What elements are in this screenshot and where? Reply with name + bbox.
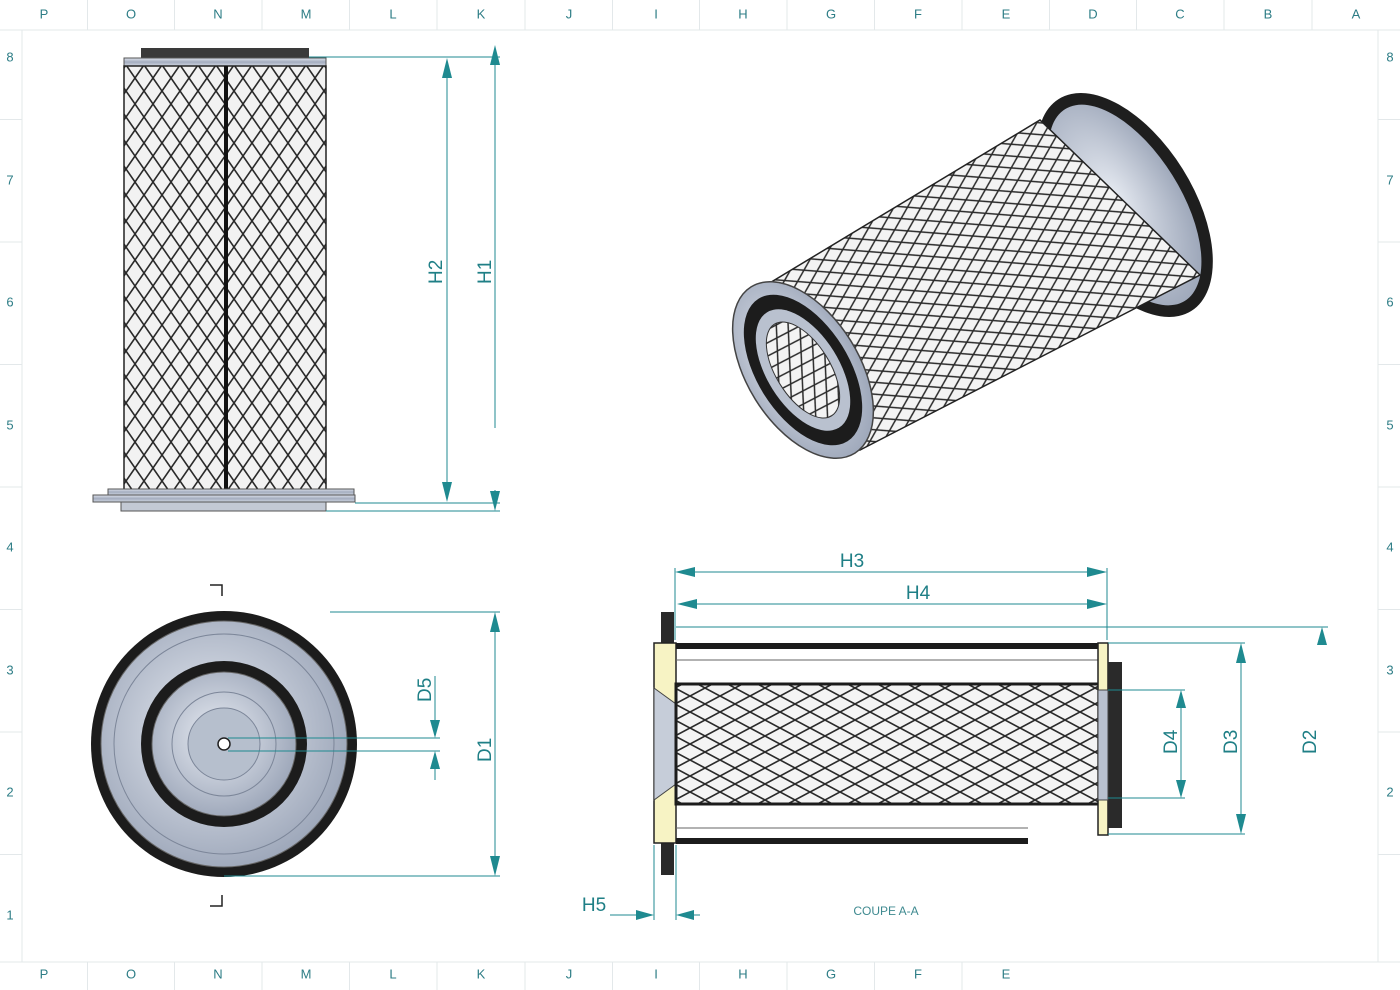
inner-plate-groove [171, 691, 277, 797]
column-label-top: L [389, 6, 396, 21]
row-label-left: 6 [6, 294, 13, 309]
column-label-bottom: O [126, 966, 136, 981]
section-view [653, 612, 1122, 875]
top-end-cap [123, 57, 327, 67]
row-label-left: 4 [6, 539, 13, 554]
dimension-d4: D4 [1161, 729, 1182, 754]
front-dimensions: H2 H1 [309, 45, 500, 512]
column-label-top: K [477, 6, 486, 21]
row-labels-right: 8 7 6 5 4 3 2 [1378, 49, 1400, 855]
row-labels-left: 8 7 6 5 4 3 2 1 [0, 49, 22, 922]
row-label-right: 7 [1386, 172, 1393, 187]
end-dimensions: D1 D5 [224, 611, 500, 877]
column-label-bottom: M [301, 966, 312, 981]
column-label-bottom: P [40, 966, 49, 981]
column-label-top: H [738, 6, 747, 21]
row-label-left: 8 [6, 49, 13, 64]
end-plate-groove [113, 633, 335, 855]
row-label-right: 2 [1386, 784, 1393, 799]
column-label-top: J [566, 6, 573, 21]
outer-wall-top [676, 643, 1104, 649]
center-hole [217, 737, 231, 751]
left-gasket-bottom [661, 843, 674, 875]
top-gasket [141, 48, 309, 58]
column-label-bottom: H [738, 966, 747, 981]
dimension-d3: D3 [1221, 730, 1242, 754]
row-label-left: 7 [6, 172, 13, 187]
column-label-bottom: I [654, 966, 658, 981]
bottom-flange [92, 494, 356, 503]
row-label-left: 5 [6, 417, 13, 432]
dimension-d1: D1 [475, 738, 496, 762]
inner-mesh [765, 321, 841, 419]
row-label-left: 3 [6, 662, 13, 677]
column-label-bottom: E [1002, 966, 1011, 981]
column-label-bottom: N [213, 966, 222, 981]
section-label: COUPE A-A [853, 904, 918, 918]
row-label-left: 2 [6, 784, 13, 799]
isometric-view [731, 93, 1213, 459]
column-label-top: P [40, 6, 49, 21]
column-label-top: O [126, 6, 136, 21]
column-label-top: I [654, 6, 658, 21]
inlet-cone [653, 687, 677, 801]
dimension-d2: D2 [1300, 730, 1321, 754]
section-mark-top [210, 584, 223, 596]
column-label-bottom: L [389, 966, 396, 981]
dimension-d5: D5 [415, 678, 436, 702]
column-label-top: E [1002, 6, 1011, 21]
dimension-h2: H2 [426, 260, 447, 284]
column-label-bottom: G [826, 966, 836, 981]
front-view [92, 48, 356, 512]
column-label-bottom: F [914, 966, 922, 981]
column-label-top: F [914, 6, 922, 21]
dimension-h1: H1 [475, 260, 496, 284]
bottom-gasket [120, 501, 327, 512]
dimension-h4: H4 [906, 583, 931, 604]
row-label-right: 4 [1386, 539, 1393, 554]
column-label-top: M [301, 6, 312, 21]
row-label-left: 1 [6, 907, 13, 922]
row-label-right: 8 [1386, 49, 1393, 64]
column-label-top: N [213, 6, 222, 21]
section-mark-bottom [210, 895, 223, 907]
outer-wall-bottom [676, 838, 1028, 844]
left-gasket-top [661, 612, 674, 646]
column-label-bottom: J [566, 966, 573, 981]
section-mesh [674, 682, 1104, 806]
section-dimensions: H3 H4 D3 D2 D4 H5 COUPE A-A [582, 551, 1328, 920]
column-label-top: C [1175, 6, 1184, 21]
right-gasket [1108, 662, 1122, 828]
row-label-right: 3 [1386, 662, 1393, 677]
column-label-top: B [1264, 6, 1273, 21]
column-label-bottom: K [477, 966, 486, 981]
right-plate [1097, 689, 1109, 801]
dimension-h3: H3 [840, 551, 864, 572]
bottom-end-cap [107, 488, 355, 496]
column-label-top: D [1088, 6, 1097, 21]
dimension-h5: H5 [582, 895, 606, 916]
row-label-right: 5 [1386, 417, 1393, 432]
column-label-top: A [1352, 6, 1361, 21]
row-label-right: 6 [1386, 294, 1393, 309]
column-label-top: G [826, 6, 836, 21]
end-view [91, 584, 357, 907]
